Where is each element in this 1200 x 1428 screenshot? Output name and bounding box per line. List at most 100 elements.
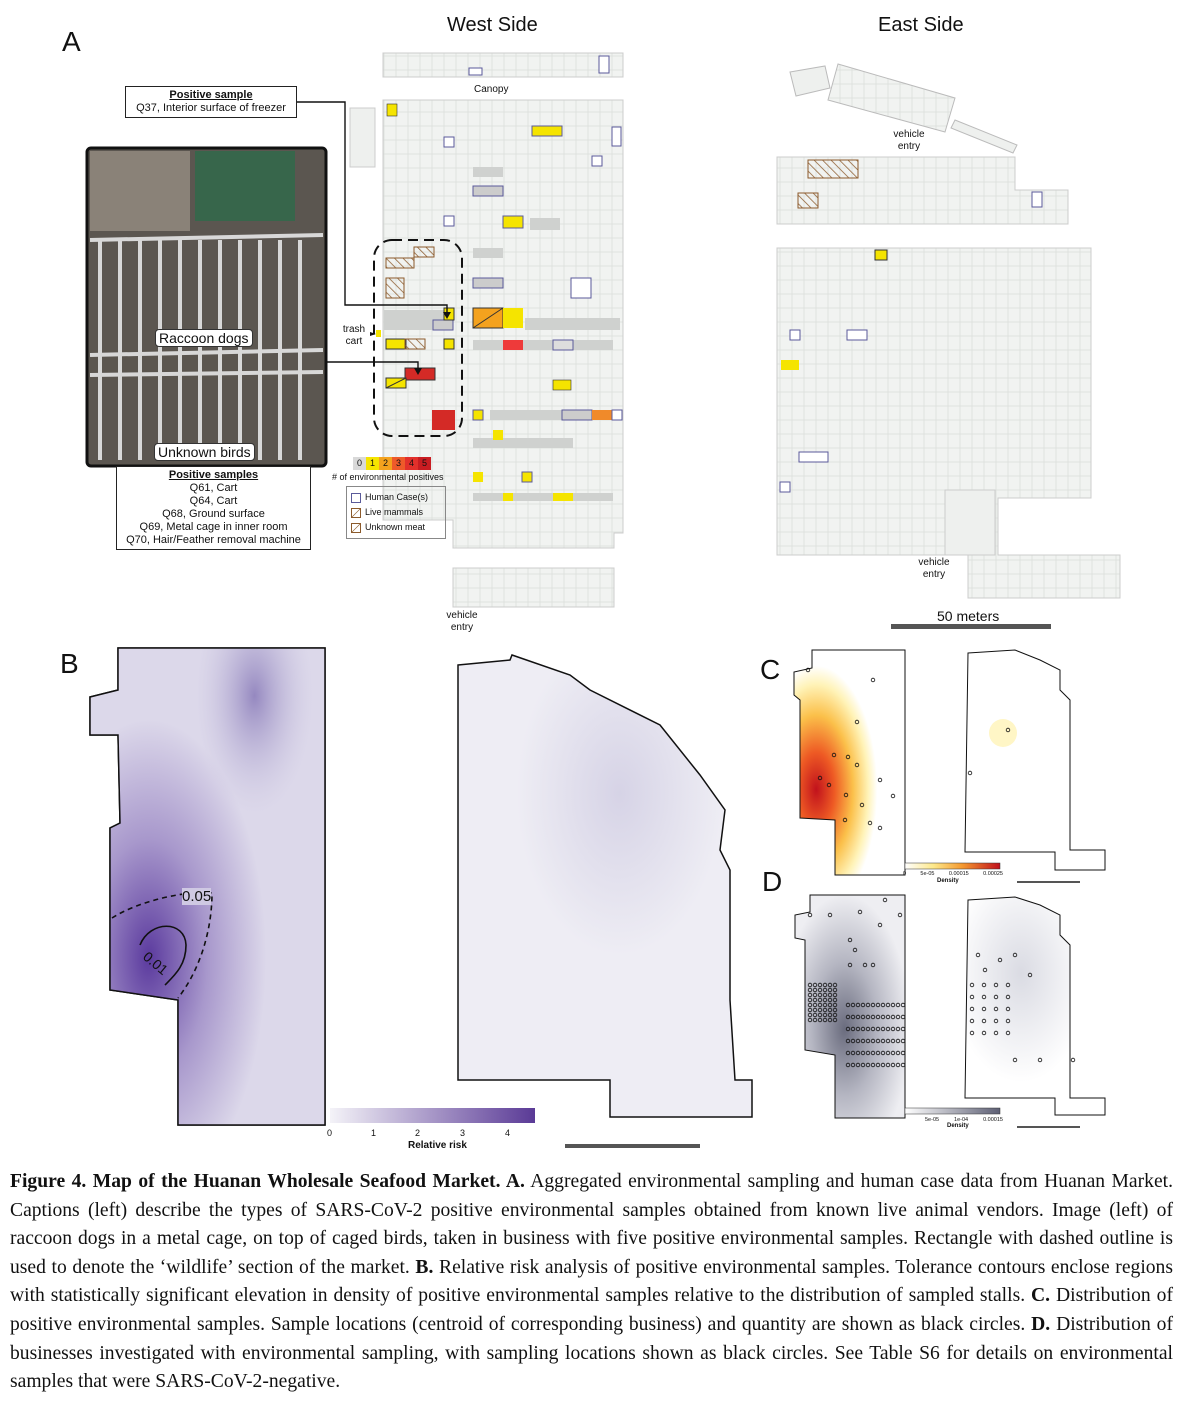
sample-marker <box>817 1002 823 1008</box>
sample-marker <box>807 992 813 998</box>
sample-marker <box>812 992 818 998</box>
sample-marker <box>890 1002 896 1008</box>
sample-marker <box>900 1062 906 1068</box>
sample-marker <box>870 1026 876 1032</box>
sample-marker <box>865 1062 871 1068</box>
sample-marker <box>850 1062 856 1068</box>
photo-label-raccoon-dogs: Raccoon dogs <box>155 329 253 347</box>
sample-marker <box>969 1030 975 1036</box>
sample-item: Q64, Cart <box>189 495 238 507</box>
sample-marker <box>845 1050 851 1056</box>
legend-label: Human Case(s) <box>365 492 429 502</box>
sample-marker <box>882 897 888 903</box>
colorbar-tick: 5e-05 <box>925 1117 940 1123</box>
figure-graphics <box>85 52 1121 1148</box>
sample-marker <box>975 952 981 958</box>
sample-marker <box>812 1002 818 1008</box>
sample-marker <box>817 1007 823 1013</box>
sample-marker <box>890 1062 896 1068</box>
sample-marker <box>847 937 853 943</box>
sample-item: Q68, Ground surface <box>162 508 265 520</box>
sample-item: Q69, Metal cage in inner room <box>139 521 288 533</box>
scale-bar-label: 50 meters <box>937 608 1000 624</box>
sample-marker <box>822 1007 828 1013</box>
sample-marker <box>812 982 818 988</box>
sample-marker <box>993 1030 999 1036</box>
sample-marker <box>900 1050 906 1056</box>
sample-marker <box>880 1014 886 1020</box>
sample-marker <box>855 1026 861 1032</box>
sample-marker <box>860 1002 866 1008</box>
sample-marker <box>981 994 987 1000</box>
sample-marker <box>817 997 823 1003</box>
sample-marker <box>880 1002 886 1008</box>
sample-marker <box>870 1002 876 1008</box>
canopy-label: Canopy <box>474 84 509 95</box>
sample-marker <box>993 1006 999 1012</box>
sample-marker <box>832 1007 838 1013</box>
sample-marker <box>870 1050 876 1056</box>
trash-cart-label: trash cart <box>342 324 366 347</box>
figure-caption: Figure 4. Map of the Huanan Wholesale Se… <box>10 1168 1173 1397</box>
sample-marker <box>850 1038 856 1044</box>
sample-marker <box>832 992 838 998</box>
callout-text: Q37, Interior surface of freezer <box>136 102 286 114</box>
sample-marker <box>969 982 975 988</box>
hatch-icon <box>351 522 361 533</box>
caption-text: Distribution of businesses investigated … <box>10 1313 1173 1393</box>
sample-marker <box>812 1007 818 1013</box>
panel-label-b: B <box>60 648 79 679</box>
sample-marker <box>860 1062 866 1068</box>
sample-marker <box>857 909 863 915</box>
sample-marker <box>880 1062 886 1068</box>
sample-marker <box>865 1050 871 1056</box>
sample-marker <box>845 1038 851 1044</box>
sample-marker <box>895 1038 901 1044</box>
relative-risk-map-west <box>89 647 326 1126</box>
scale-swatch: 1 <box>366 457 379 470</box>
positive-density-map <box>793 649 1106 883</box>
sample-marker <box>1012 1057 1018 1063</box>
scale-swatch: 2 <box>379 457 392 470</box>
sample-marker <box>832 1017 838 1023</box>
sample-marker <box>1005 994 1011 1000</box>
sample-marker <box>865 1014 871 1020</box>
sample-marker <box>827 1017 833 1023</box>
sample-marker <box>969 994 975 1000</box>
sample-marker <box>822 992 828 998</box>
sample-marker <box>827 1012 833 1018</box>
colorbar-tick: 0.00025 <box>983 871 1003 877</box>
sample-marker <box>895 1002 901 1008</box>
sample-marker <box>827 912 833 918</box>
sample-marker <box>982 967 988 973</box>
scale-swatch: 0 <box>353 457 366 470</box>
colorbar-tick: 2 <box>415 1128 421 1138</box>
colorbar-title: Density <box>937 878 959 884</box>
positive-samples-callout: Positive samples Q61, Cart Q64, Cart Q68… <box>116 466 311 550</box>
sample-marker <box>827 992 833 998</box>
sample-marker <box>981 982 987 988</box>
sample-marker <box>1005 982 1011 988</box>
sample-marker <box>875 1050 881 1056</box>
sample-marker <box>827 1007 833 1013</box>
sample-marker <box>875 1026 881 1032</box>
sample-marker <box>895 1062 901 1068</box>
sample-marker <box>1005 1006 1011 1012</box>
sample-marker <box>832 1012 838 1018</box>
sample-marker <box>827 997 833 1003</box>
sample-marker <box>822 997 828 1003</box>
sample-marker <box>822 1012 828 1018</box>
sample-marker <box>850 1050 856 1056</box>
sample-item: Q70, Hair/Feather removal machine <box>126 534 301 546</box>
sample-marker <box>865 1038 871 1044</box>
legend-live-mammals: Live mammals <box>351 505 441 520</box>
caption-title: Figure 4. Map of the Huanan Wholesale Se… <box>10 1171 525 1192</box>
sample-marker <box>900 1002 906 1008</box>
east-side-map <box>776 63 1121 629</box>
sample-marker <box>885 1014 891 1020</box>
sample-marker <box>855 1038 861 1044</box>
caption-label: D. <box>1031 1313 1051 1335</box>
sample-marker <box>822 1017 828 1023</box>
